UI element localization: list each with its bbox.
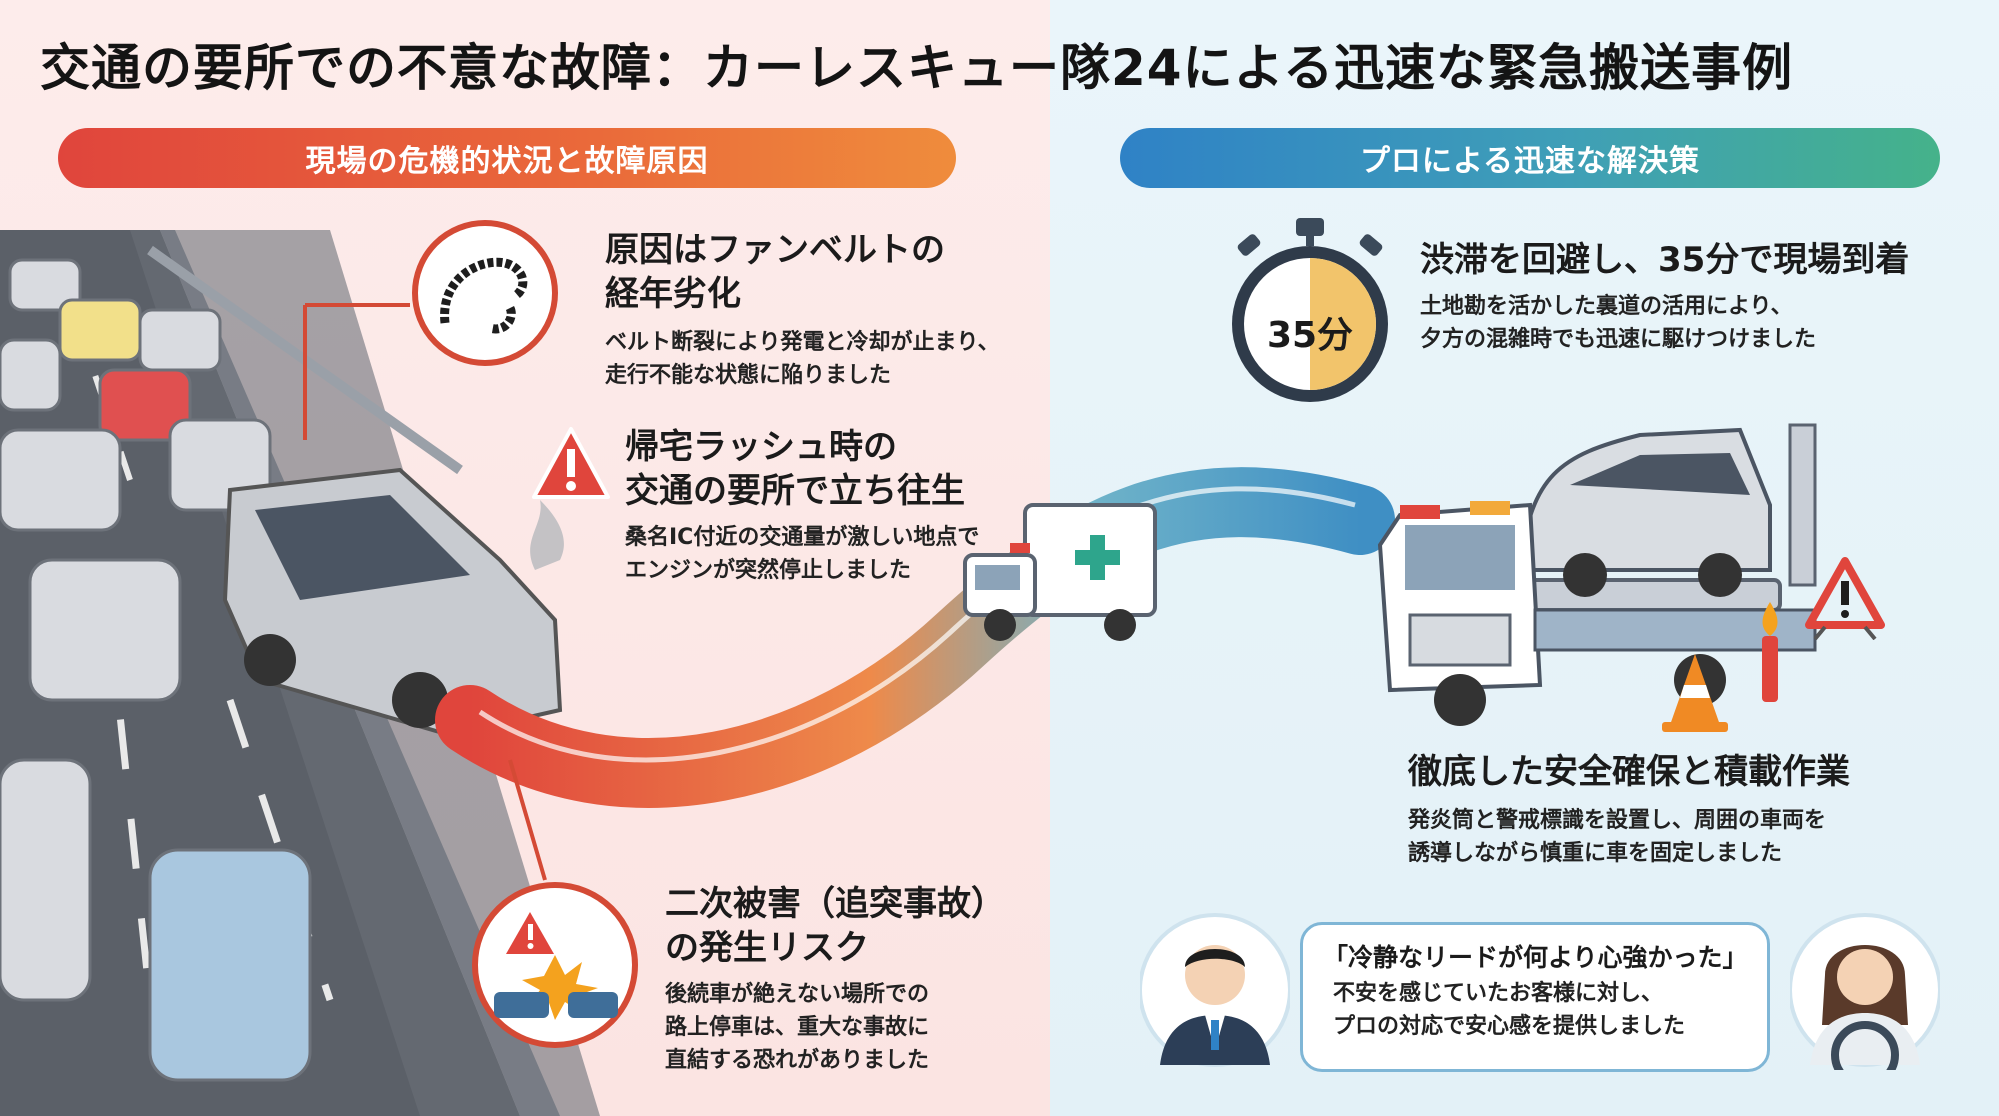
cause-title-line: 交通の要所で立ち往生 <box>625 471 965 511</box>
cause-body-line: 路上停車は、重大な事故に <box>665 1015 930 1040</box>
solution-body-line: 土地勘を活かした裏道の活用により、 <box>1420 294 1793 319</box>
cause-title-line: の発生リスク <box>665 928 869 968</box>
minivan-illustration <box>222 467 564 738</box>
solution-body-line: 夕方の混雑時でも迅速に駆けつけました <box>1420 327 1817 352</box>
timer-label: 35分 <box>1266 315 1354 356</box>
cause-title-line: 帰宅ラッシュ時の <box>625 427 897 467</box>
solution-title: 徹底した安全確保と積載作業 <box>1408 752 1850 792</box>
cause-body-line: 後続車が絶えない場所での <box>665 982 930 1007</box>
solution-body-line: 発炎筒と警戒標識を設置し、周囲の車両を <box>1408 808 1827 833</box>
section-header-left: 現場の危機的状況と故障原因 <box>58 128 956 188</box>
cause-title-line: 原因はファンベルトの <box>605 230 945 270</box>
customer-avatar-icon <box>1790 913 1940 1070</box>
cause-body-line: エンジンが突然停止しました <box>625 558 912 583</box>
warning-triangle-icon <box>532 427 610 499</box>
broken-belt-icon <box>412 220 558 366</box>
stopwatch-icon <box>1232 218 1388 402</box>
cause-item: 原因はファンベルトの 経年劣化 ベルト断裂により発電と冷却が止まり、 走行不能な… <box>605 228 1035 392</box>
testimonial-quote: 「冷静なリードが何より心強かった」 <box>1323 943 1748 972</box>
staff-avatar-icon <box>1140 913 1290 1067</box>
testimonial-body-line: プロの対応で安心感を提供しました <box>1333 1014 1686 1039</box>
testimonial-bubble: 「冷静なリードが何より心強かった」 不安を感じていたお客様に対し、 プロの対応で… <box>1300 922 1770 1072</box>
flare-icon <box>1762 602 1778 702</box>
cause-body-line: 走行不能な状態に陥りました <box>605 363 892 388</box>
cause-title-line: 二次被害（追突事故） <box>665 884 1005 924</box>
collision-icon <box>472 882 638 1048</box>
testimonial-body-line: 不安を感じていたお客様に対し、 <box>1333 981 1664 1006</box>
section-header-right: プロによる迅速な解決策 <box>1120 128 1940 188</box>
cause-body-line: ベルト断裂により発電と冷却が止まり、 <box>605 330 1000 355</box>
cause-body-line: 直結する恐れがありました <box>665 1048 930 1073</box>
solution-item: 渋滞を回避し、35分で現場到着 土地勘を活かした裏道の活用により、 夕方の混雑時… <box>1420 238 1960 356</box>
traffic-cone-icon <box>1662 654 1728 732</box>
ambulance-icon <box>963 503 1157 641</box>
cause-body-line: 桑名IC付近の交通量が激しい地点で <box>625 525 980 550</box>
solution-body-line: 誘導しながら慎重に車を固定しました <box>1408 841 1783 866</box>
warning-triangle-icon <box>1805 557 1885 640</box>
solution-title: 渋滞を回避し、35分で現場到着 <box>1420 240 1910 280</box>
cause-item: 帰宅ラッシュ時の 交通の要所で立ち往生 桑名IC付近の交通量が激しい地点で エン… <box>625 425 1045 587</box>
cause-title-line: 経年劣化 <box>605 274 741 314</box>
cause-item: 二次被害（追突事故） の発生リスク 後続車が絶えない場所での 路上停車は、重大な… <box>665 882 1035 1077</box>
page-title: 交通の要所での不意な故障：カーレスキュー隊24による迅速な緊急搬送事例 <box>40 39 1794 97</box>
solution-item: 徹底した安全確保と積載作業 発炎筒と警戒標識を設置し、周囲の車両を 誘導しながら… <box>1408 750 1958 870</box>
